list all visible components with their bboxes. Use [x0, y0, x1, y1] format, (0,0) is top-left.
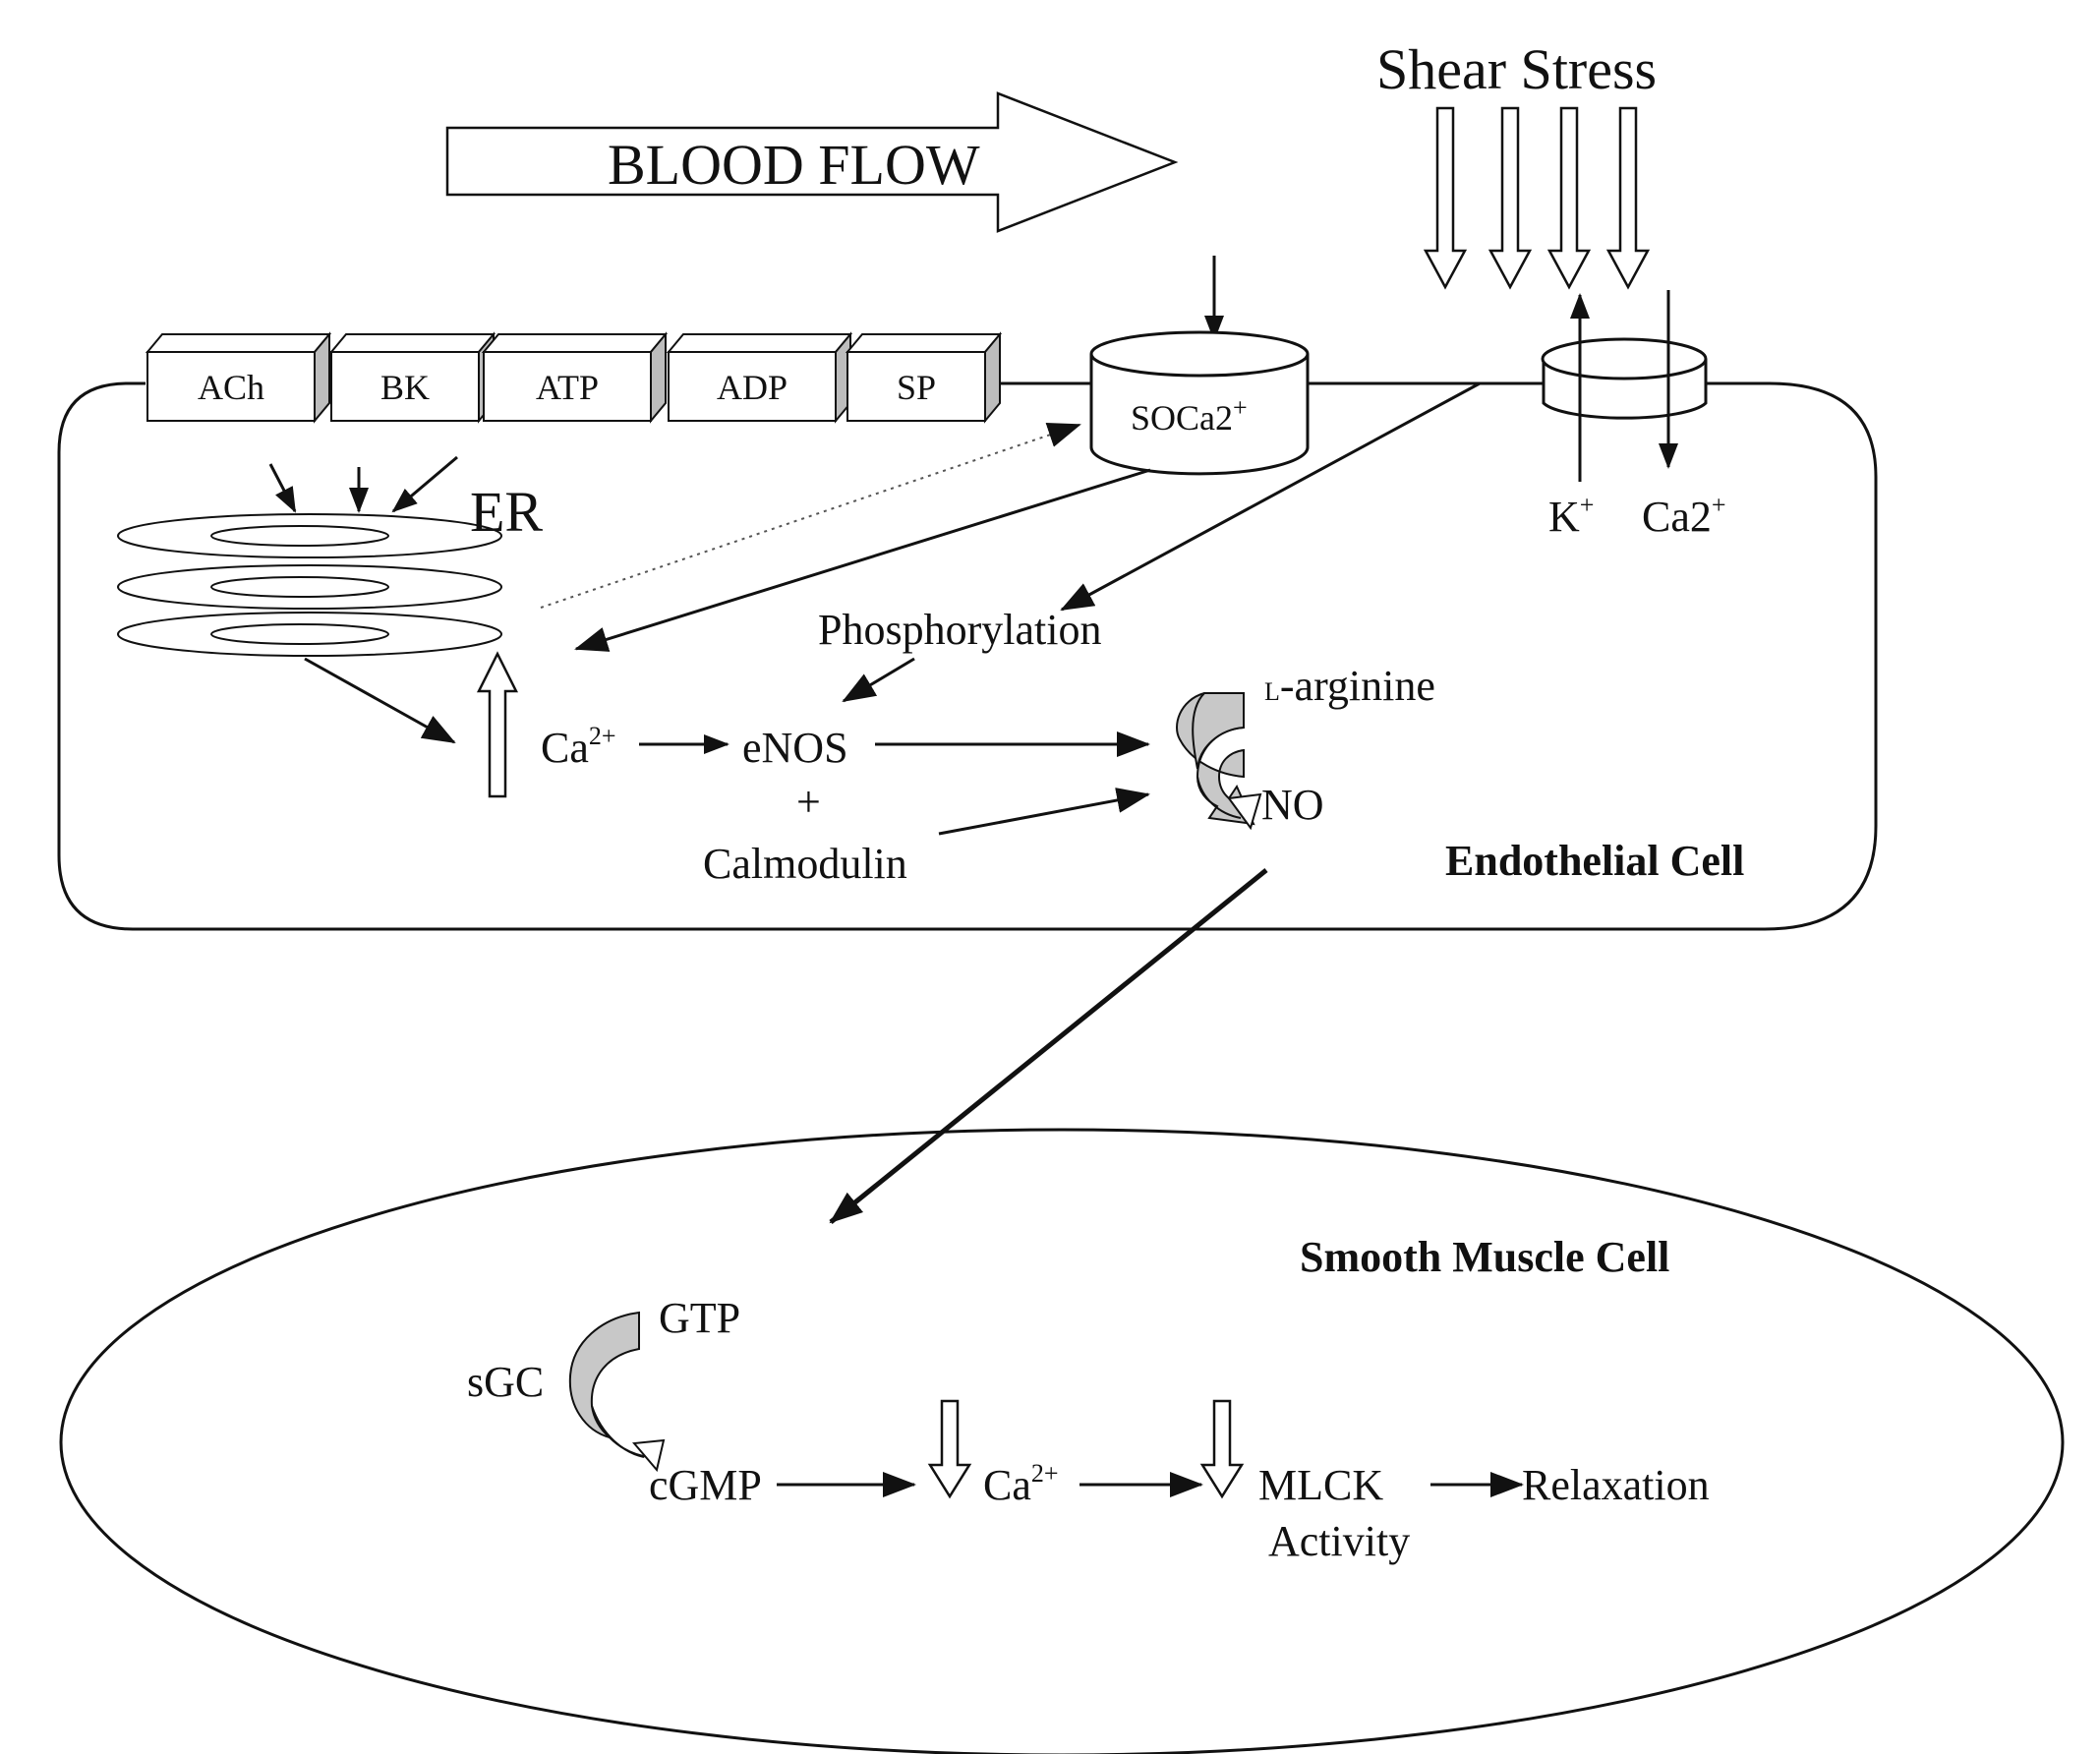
endothelial-cell-membrane — [57, 381, 1878, 931]
shear-to-phosphorylation-arrow — [1060, 381, 1481, 612]
receptor-label-ach: ACh — [198, 368, 264, 407]
plus-label: + — [796, 778, 821, 826]
shear-stress-arrows — [1423, 106, 1651, 290]
phosphorylation-label: Phosphorylation — [818, 606, 1101, 654]
mlck-label: MLCK — [1258, 1461, 1383, 1509]
sgc-conversion-arrow — [568, 1311, 666, 1473]
receptor-ach: ACh — [145, 331, 332, 424]
receptor-label-sp: SP — [897, 368, 936, 407]
sgc-label: sGC — [467, 1358, 544, 1406]
gtp-label: GTP — [659, 1294, 740, 1342]
endothelial-cell-label: Endothelial Cell — [1445, 837, 1744, 885]
calcium-label: Ca2+ — [541, 722, 616, 772]
no-to-smooth-muscle-arrow — [829, 868, 1268, 1224]
receptor-bk: BK — [328, 331, 496, 424]
no-label: NO — [1261, 781, 1324, 829]
er-to-calcium-arrow — [304, 657, 456, 744]
shear-stress-label: Shear Stress — [1376, 37, 1657, 101]
receptor-atp: ATP — [481, 331, 669, 424]
endoplasmic-reticulum: ER — [117, 455, 543, 657]
blood-flow-label: BLOOD FLOW — [608, 133, 980, 197]
er-label: ER — [470, 480, 543, 544]
mlck-decrease-arrow — [1199, 1399, 1245, 1499]
enos-label: eNOS — [742, 724, 848, 772]
arginine-conversion-arrow — [1176, 692, 1262, 831]
k-ion-label: K+ — [1548, 491, 1594, 541]
receptor-adp: ADP — [666, 331, 853, 424]
smooth-muscle-cell-membrane — [59, 1128, 2065, 1754]
relaxation-label: Relaxation — [1522, 1461, 1710, 1509]
cgmp-label: cGMP — [649, 1461, 762, 1509]
l-arginine-label: L-arginine — [1264, 662, 1435, 710]
blood-flow-arrow: BLOOD FLOW — [445, 91, 1179, 233]
receptor-label-bk: BK — [380, 368, 430, 407]
calmodulin-label: Calmodulin — [703, 840, 907, 888]
ion-channel: K+ Ca2+ — [1541, 290, 1726, 541]
mlck-activity-label: Activity — [1268, 1517, 1410, 1565]
er-to-soca-dotted-arrow — [540, 422, 1081, 609]
receptor-label-atp: ATP — [536, 368, 599, 407]
calcium-increase-arrow — [476, 651, 519, 798]
phosphorylation-to-enos-arrow — [842, 657, 915, 703]
soca-label: SOCa2+ — [1131, 393, 1248, 438]
calcium-decrease-arrow — [927, 1399, 972, 1499]
soca-channel: SOCa2+ — [1089, 256, 1310, 476]
receptor-label-adp: ADP — [717, 368, 788, 407]
smooth-muscle-cell-label: Smooth Muscle Cell — [1300, 1233, 1669, 1281]
calmodulin-to-no-arrow — [938, 788, 1150, 836]
ca-channel-label: Ca2+ — [1642, 491, 1726, 541]
receptor-row: ACh BK ATP ADP SP — [145, 331, 1003, 424]
soca-to-calcium-arrow — [574, 468, 1151, 652]
smooth-calcium-label: Ca2+ — [983, 1459, 1059, 1509]
receptor-sp: SP — [845, 331, 1003, 424]
